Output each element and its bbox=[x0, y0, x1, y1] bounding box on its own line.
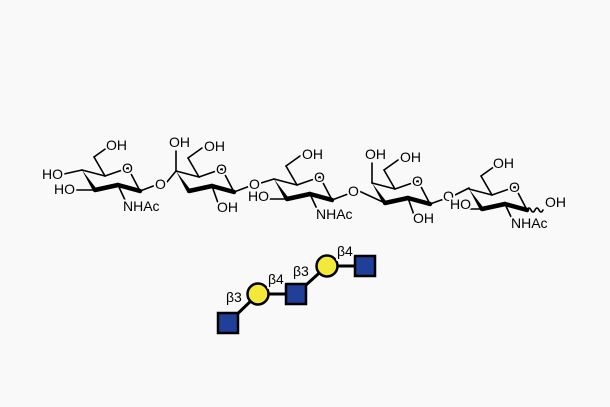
glcnac-square-symbol bbox=[216, 311, 240, 335]
bond-line bbox=[92, 182, 121, 193]
ring3-labels: O OH HO NHAc bbox=[246, 144, 355, 224]
bond-line bbox=[198, 168, 223, 178]
hydroxyl-label: HO bbox=[42, 166, 63, 182]
bond-line bbox=[468, 188, 493, 196]
bond-line bbox=[394, 180, 419, 190]
bond-line bbox=[117, 184, 126, 201]
bond-line bbox=[139, 184, 157, 192]
chemical-bonds bbox=[63, 146, 544, 220]
bond-line bbox=[260, 178, 275, 184]
bond-line bbox=[127, 167, 141, 192]
linkage-label: β3 bbox=[293, 263, 309, 279]
bond-line bbox=[296, 176, 321, 186]
bond-line bbox=[319, 176, 333, 201]
bond-line bbox=[407, 197, 415, 216]
glcnac-square-symbol bbox=[353, 254, 377, 278]
bond-line bbox=[480, 175, 493, 196]
hydroxyl-label: OH bbox=[400, 149, 421, 165]
bond-line bbox=[417, 180, 431, 205]
ring-oxygen: O bbox=[216, 161, 227, 177]
bond-line bbox=[480, 165, 496, 177]
glycosidic-oxygen: O bbox=[155, 176, 166, 192]
bond-line bbox=[405, 195, 433, 207]
linkage-label: β4 bbox=[268, 271, 284, 287]
galactose-circle-symbol bbox=[246, 282, 270, 306]
ring5-labels: O OH HO NHAc OH bbox=[448, 153, 568, 233]
bond-line bbox=[479, 201, 508, 212]
linkage-label: β3 bbox=[226, 289, 242, 305]
bond-line bbox=[93, 156, 106, 177]
bond-line bbox=[115, 182, 143, 194]
hydroxyl-label: OH bbox=[204, 138, 225, 154]
bond-line bbox=[429, 198, 445, 205]
ring-oxygen: O bbox=[412, 173, 423, 189]
hydroxyl-label: HO bbox=[450, 196, 471, 212]
bond-line bbox=[371, 182, 396, 190]
hydroxyl-label: OH bbox=[169, 134, 190, 150]
bond-line bbox=[175, 170, 200, 178]
bond-line bbox=[233, 185, 251, 193]
bond-line bbox=[285, 165, 298, 186]
nhac-label: NHAc bbox=[123, 198, 160, 214]
hydroxyl-label: OH bbox=[413, 210, 434, 226]
ring2-labels: O OH OH OH bbox=[167, 132, 240, 217]
hydroxyl-label: OH bbox=[106, 137, 127, 153]
bond-line bbox=[221, 168, 235, 193]
wedge-bond bbox=[82, 170, 98, 190]
wavy-anomeric-bond bbox=[526, 207, 544, 213]
ring-oxygen: O bbox=[509, 179, 520, 195]
wedge-bond bbox=[274, 179, 290, 199]
ring4-labels: O OH OH OH bbox=[363, 144, 436, 228]
bond-line bbox=[383, 169, 396, 190]
hydroxyl-label: HO bbox=[54, 181, 75, 197]
bond-line bbox=[104, 167, 129, 177]
bond-line bbox=[309, 193, 318, 210]
glycosidic-oxygen: O bbox=[443, 188, 454, 204]
hydroxyl-label: OH bbox=[493, 155, 514, 171]
bond-line bbox=[358, 190, 386, 204]
bond-line bbox=[211, 185, 219, 204]
nhac-label: NHAc bbox=[316, 206, 353, 222]
hydroxyl-label: OH bbox=[217, 199, 238, 215]
wedge-bond bbox=[372, 183, 388, 203]
glycosidic-oxygen: O bbox=[249, 176, 260, 192]
bond-line bbox=[491, 186, 516, 196]
bond-line bbox=[187, 157, 200, 178]
wedge-bond bbox=[176, 171, 192, 191]
bond-line bbox=[186, 183, 215, 194]
anomeric-hydroxyl-label: OH bbox=[545, 194, 566, 210]
bond-line bbox=[63, 169, 83, 175]
ring-oxygen: O bbox=[314, 169, 325, 185]
linkage-label: β4 bbox=[337, 243, 353, 259]
bond-line bbox=[502, 201, 530, 213]
bond-line bbox=[81, 169, 106, 177]
bond-line bbox=[166, 170, 177, 183]
bond-line bbox=[454, 187, 470, 196]
glycosidic-oxygen: O bbox=[348, 183, 359, 199]
glycan-symbol-notation: β3 β4 β3 β4 bbox=[216, 241, 377, 335]
hydroxyl-label: HO bbox=[248, 188, 269, 204]
bond-line bbox=[382, 195, 411, 206]
ring1-labels: O OH HO HO NHAc bbox=[40, 135, 162, 216]
bond-line bbox=[284, 191, 313, 202]
bond-line bbox=[383, 159, 399, 171]
nhac-label: NHAc bbox=[511, 215, 548, 231]
bond-line bbox=[209, 183, 237, 195]
glcnac-square-symbol bbox=[284, 282, 308, 306]
bond-line bbox=[307, 191, 335, 203]
galactose-circle-symbol bbox=[315, 254, 339, 278]
bond-line bbox=[285, 155, 301, 167]
bond-line bbox=[187, 147, 203, 159]
hydroxyl-label: OH bbox=[365, 146, 386, 162]
bond-line bbox=[504, 203, 513, 220]
ring-oxygen: O bbox=[122, 160, 133, 176]
bond-line bbox=[273, 178, 298, 186]
hydroxyl-label: OH bbox=[302, 146, 323, 162]
wedge-bond bbox=[469, 189, 485, 209]
bond-line bbox=[93, 146, 109, 158]
bond-line bbox=[514, 186, 528, 211]
bond-line bbox=[331, 193, 349, 201]
